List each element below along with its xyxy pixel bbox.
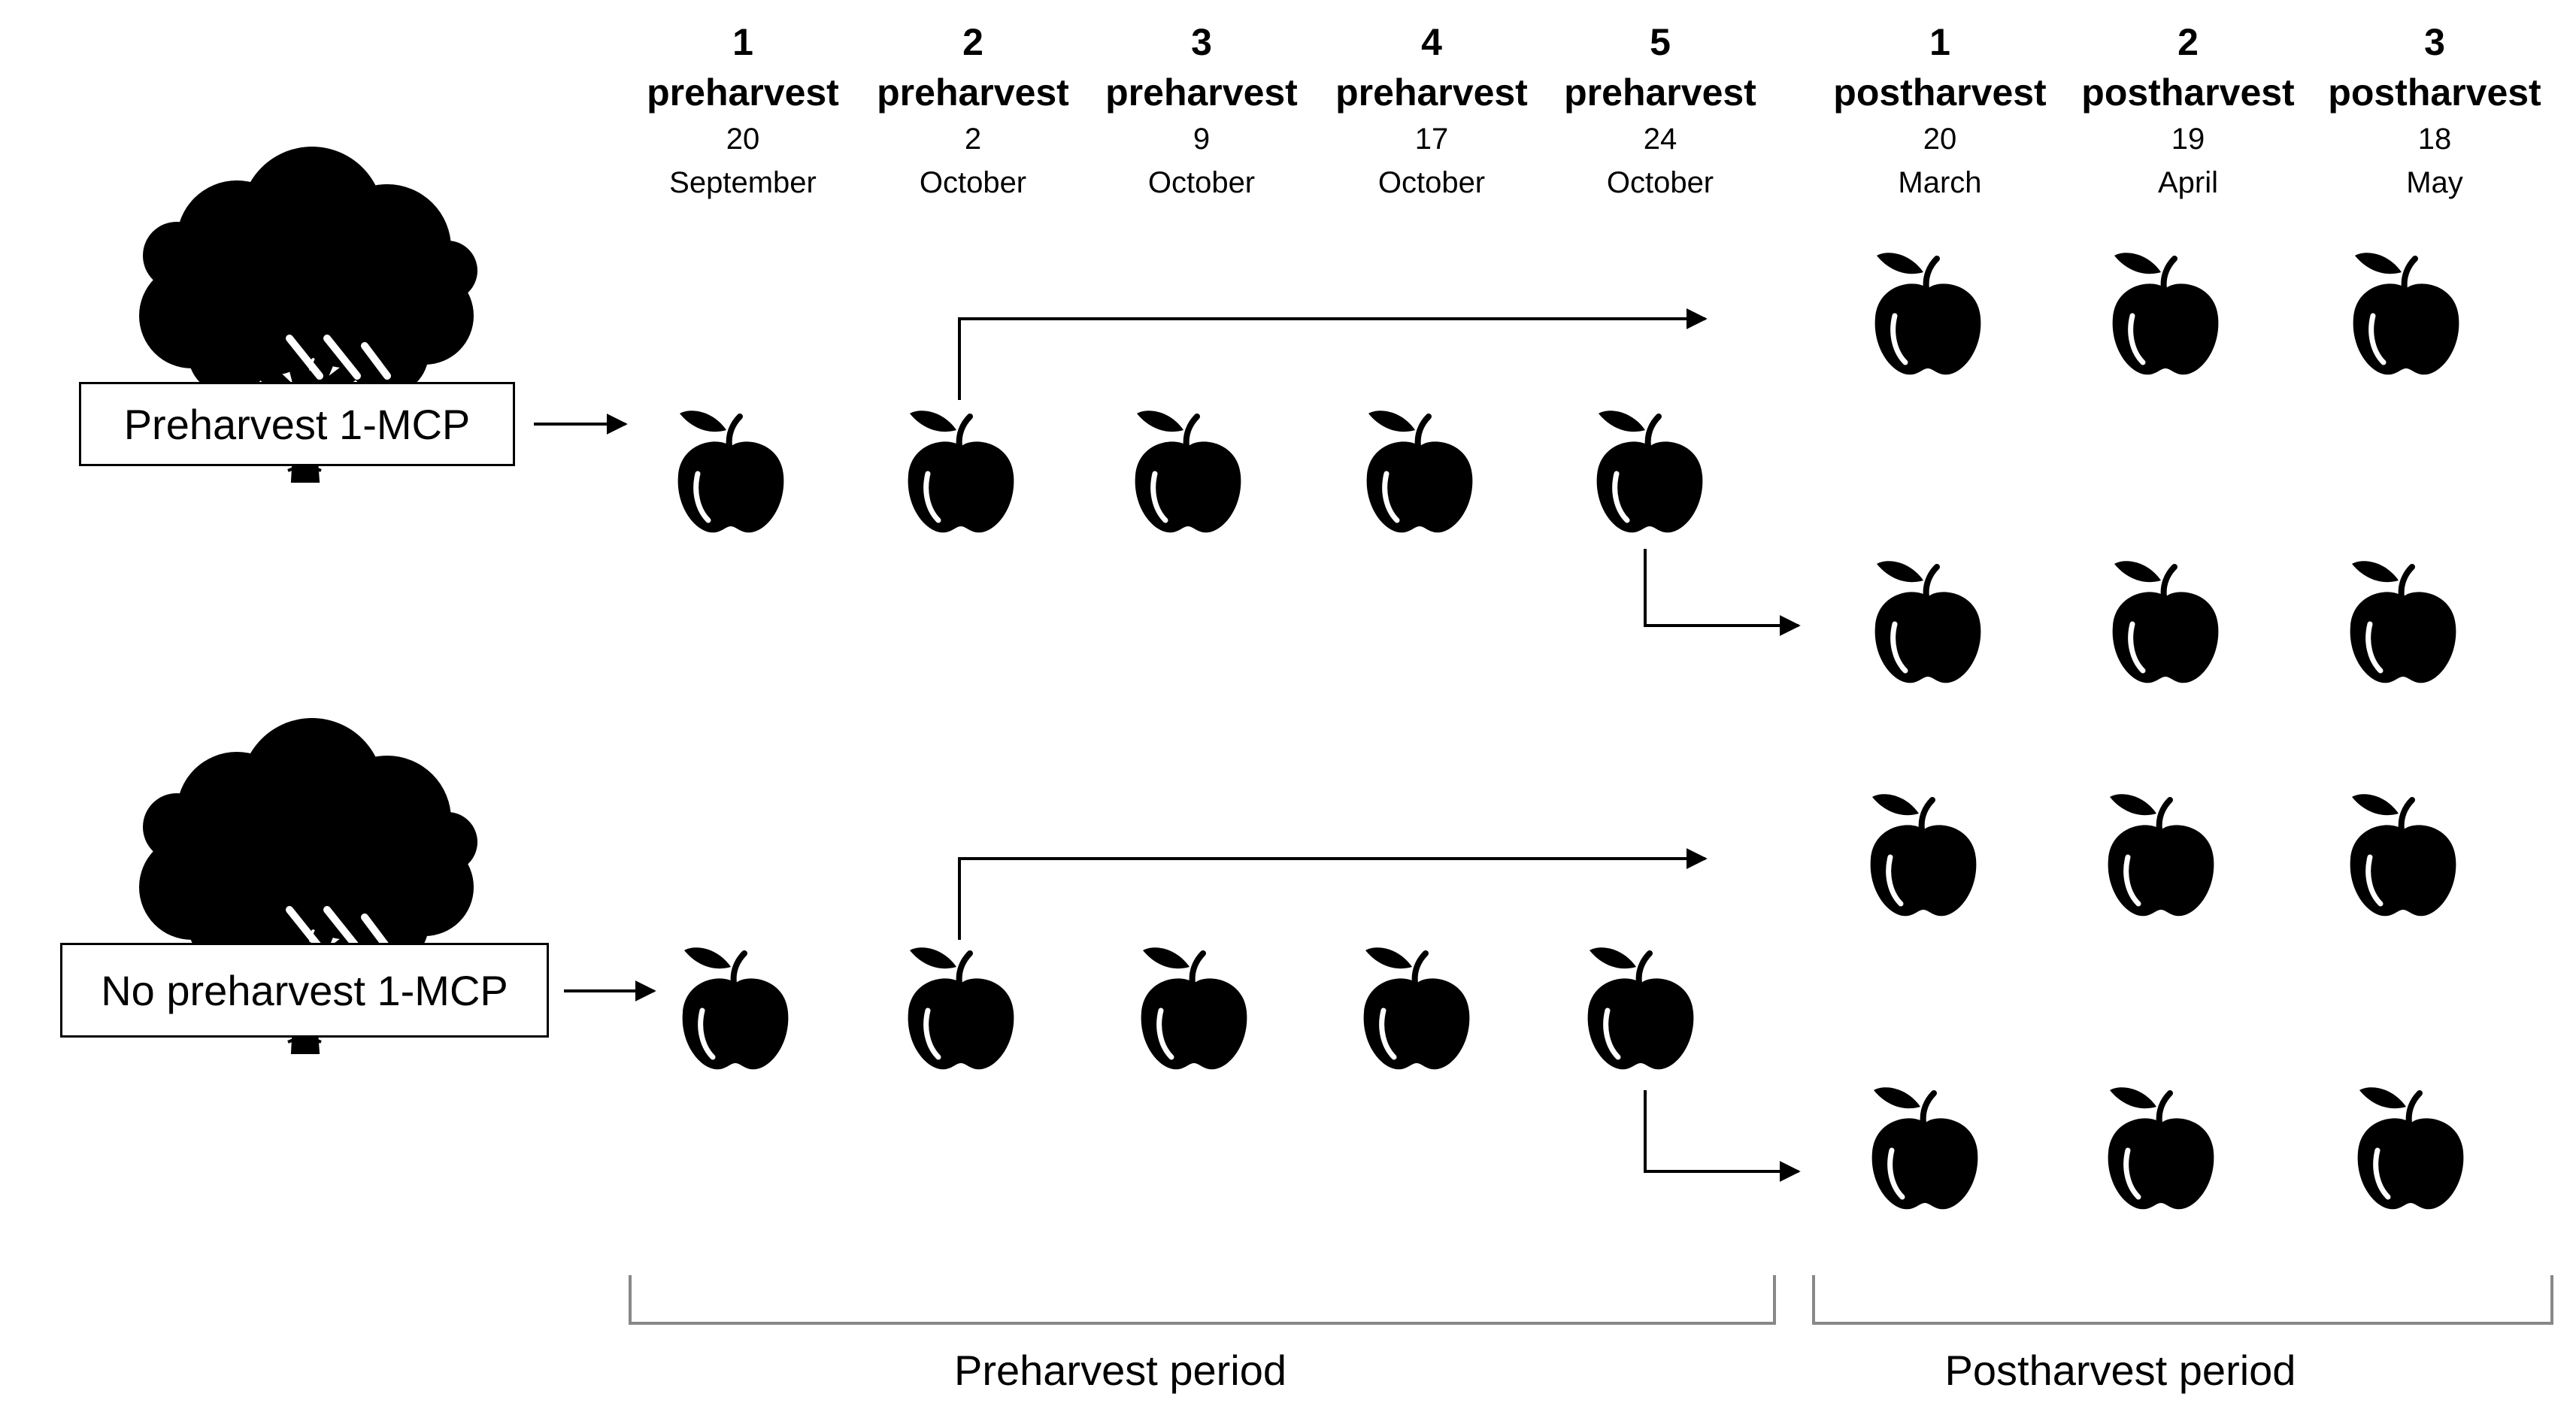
- sampling-date-headers: 1 preharvest 20 September 2 preharvest 2…: [0, 0, 2576, 226]
- column-month: October: [919, 166, 1027, 199]
- column-number: 3: [2424, 21, 2445, 63]
- column-phase: postharvest: [1833, 71, 2047, 114]
- column-number: 2: [962, 21, 983, 63]
- column-header-harvest-2: 2 preharvest 2 October: [860, 17, 1086, 205]
- arrow-harvest5-treated-to-storage: [1644, 549, 1801, 636]
- apple-icon: [908, 411, 1014, 532]
- column-number: 4: [1421, 21, 1442, 63]
- column-phase: preharvest: [877, 71, 1069, 114]
- apple-icon: [1135, 411, 1241, 532]
- apple-icon: [2113, 561, 2219, 683]
- treatment-box-preharvest-mcp: Preharvest 1-MCP: [79, 382, 515, 466]
- column-month: October: [1606, 166, 1714, 199]
- column-month: September: [669, 166, 817, 199]
- column-month: October: [1147, 166, 1256, 199]
- apple-icon: [1872, 1087, 1978, 1209]
- column-phase: preharvest: [647, 71, 839, 114]
- column-day: 9: [1193, 123, 1211, 156]
- apple-icon: [1871, 794, 1977, 916]
- column-header-harvest-1: 1 preharvest 20 September: [630, 17, 856, 205]
- apple-icon: [2350, 561, 2456, 683]
- apple-icon: [1588, 947, 1694, 1069]
- column-number: 1: [732, 21, 753, 63]
- apple-icon: [2108, 1087, 2214, 1209]
- arrow-harvest5-untreated-to-storage: [1644, 1090, 1801, 1182]
- apple-icon: [2108, 794, 2214, 916]
- column-day: 20: [1923, 123, 1957, 156]
- column-number: 2: [2177, 21, 2199, 63]
- period-label-preharvest: Preharvest period: [953, 1347, 1286, 1394]
- column-header-harvest-3: 3 preharvest 9 October: [1089, 17, 1314, 205]
- column-number: 5: [1650, 21, 1671, 63]
- apple-icon: [2350, 794, 2456, 916]
- apple-icon: [683, 947, 789, 1069]
- apple-icon: [2358, 1087, 2464, 1209]
- bracket-preharvest-period: [629, 1275, 1776, 1325]
- apple-icon: [908, 947, 1014, 1069]
- column-day: 17: [1414, 123, 1449, 156]
- column-header-postharvest-3: 3 postharvest 18 May: [2322, 17, 2547, 205]
- column-day: 24: [1643, 123, 1677, 156]
- treatment-box-no-preharvest-mcp: No preharvest 1-MCP: [60, 943, 549, 1038]
- period-label-postharvest: Postharvest period: [1944, 1347, 2296, 1394]
- column-day: 2: [964, 123, 982, 156]
- column-day: 18: [2417, 123, 2452, 156]
- column-header-postharvest-1: 1 postharvest 20 March: [1827, 17, 2053, 205]
- column-phase: postharvest: [2081, 71, 2295, 114]
- column-month: October: [1377, 166, 1486, 199]
- arrow-harvest2-untreated-to-storage: [958, 848, 1708, 940]
- column-day: 20: [726, 123, 760, 156]
- column-phase: preharvest: [1564, 71, 1756, 114]
- column-phase: preharvest: [1105, 71, 1298, 114]
- apple-icon: [1364, 947, 1470, 1069]
- column-day: 19: [2171, 123, 2205, 156]
- column-phase: postharvest: [2328, 71, 2541, 114]
- bracket-postharvest-period: [1812, 1275, 2553, 1325]
- column-phase: preharvest: [1335, 71, 1528, 114]
- column-number: 3: [1191, 21, 1212, 63]
- apple-icon: [1367, 411, 1473, 532]
- apple-icon: [2353, 253, 2459, 374]
- column-header-postharvest-2: 2 postharvest 19 April: [2075, 17, 2301, 205]
- column-number: 1: [1929, 21, 1950, 63]
- apple-icon: [1875, 253, 1981, 374]
- apple-icon: [1597, 411, 1703, 532]
- apple-icon: [2113, 253, 2219, 374]
- apple-icon: [1875, 561, 1981, 683]
- apple-icon: [678, 411, 784, 532]
- treatment-label: No preharvest 1-MCP: [101, 966, 508, 1014]
- apple-icon: [1141, 947, 1247, 1069]
- column-month: April: [2157, 166, 2219, 199]
- column-header-harvest-4: 4 preharvest 17 October: [1319, 17, 1544, 205]
- column-header-harvest-5: 5 preharvest 24 October: [1547, 17, 1773, 205]
- column-month: May: [2406, 166, 2463, 199]
- column-month: March: [1898, 166, 1982, 199]
- treatment-label: Preharvest 1-MCP: [123, 400, 471, 448]
- arrow-harvest2-treated-to-storage: [958, 308, 1708, 400]
